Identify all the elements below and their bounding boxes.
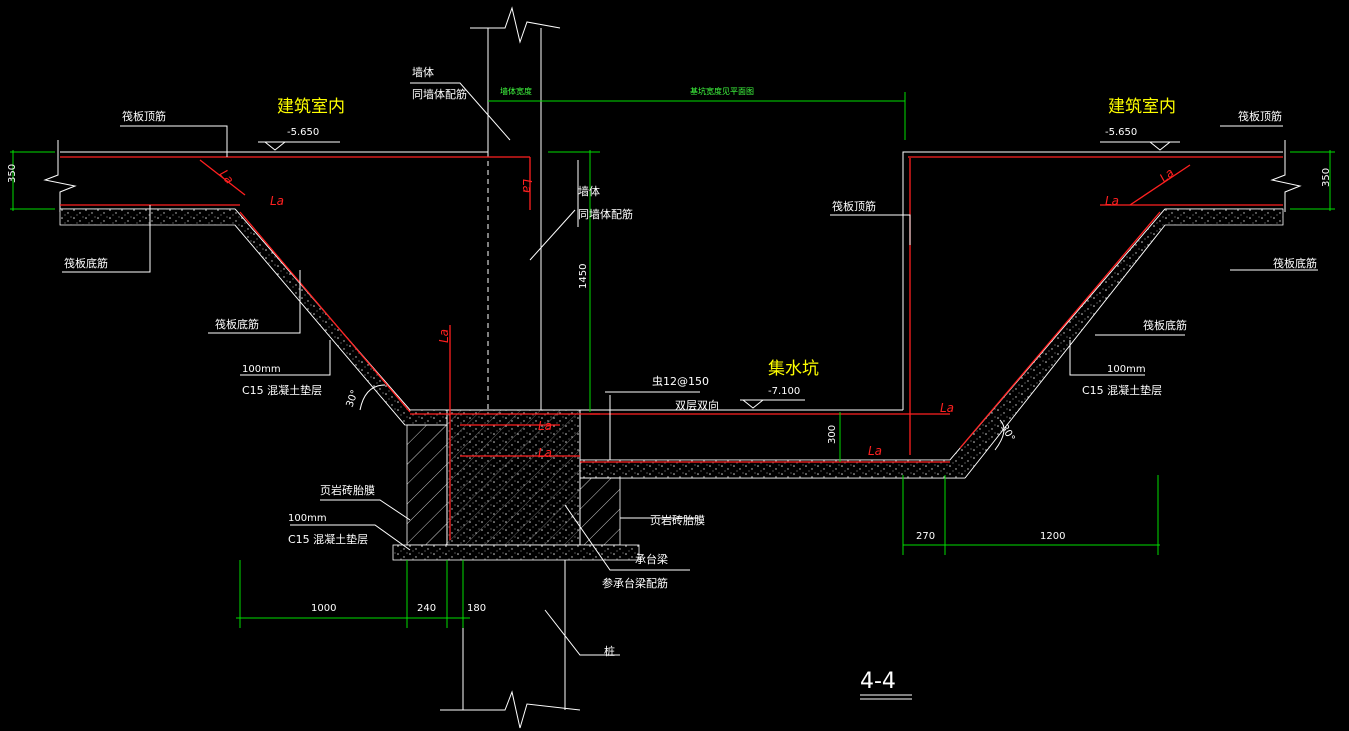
raft-top-rebar-pit: 筏板顶筋	[832, 199, 876, 213]
building-interior-right: 建筑室内	[1108, 97, 1176, 117]
angle-left: 30°	[345, 389, 361, 409]
raft-bottom-rebar-left: 筏板底筋	[64, 256, 108, 270]
la-left-2: La	[217, 167, 237, 187]
la-cap-1: La	[538, 419, 552, 433]
raft-bottom-rebar-slope-left: 筏板底筋	[215, 317, 259, 331]
dim-left-slab: 350	[7, 164, 18, 183]
level-markers	[258, 141, 1180, 409]
shale-brick-right	[579, 477, 621, 546]
cushion-layers	[59, 208, 1284, 561]
pit-range-label: 基坑宽度见平面图	[690, 86, 754, 96]
raft-top-rebar-right: 筏板顶筋	[1238, 109, 1282, 123]
sump-rebar: 虫12@150	[652, 375, 709, 388]
la-sump-1: La	[940, 401, 954, 415]
la-wall: La	[520, 179, 534, 193]
bottom-cushion	[392, 544, 640, 561]
cushion-thk-left: 100mm	[242, 364, 281, 375]
raft-bottom-rebar-slope-right: 筏板底筋	[1143, 318, 1187, 332]
dim-1200: 1200	[1040, 531, 1065, 542]
la-cap: La	[437, 329, 451, 343]
la-sump-2: La	[868, 444, 882, 458]
level-left: -5.650	[287, 127, 319, 138]
raft-bottom-rebar-right: 筏板底筋	[1273, 256, 1317, 270]
pile-cap-rebar-label: 参承台梁配筋	[602, 576, 668, 590]
sump-label: 集水坑	[768, 359, 819, 379]
la-left-1: La	[270, 194, 284, 208]
cushion-thk-bottom: 100mm	[288, 513, 327, 524]
sump-level: -7.100	[768, 386, 800, 397]
wall-label-top: 墙体	[412, 65, 434, 79]
raft-top-rebar-left: 筏板顶筋	[122, 109, 166, 123]
la-cap-2: La	[538, 446, 552, 460]
cushion-mat-right: C15 混凝土垫层	[1082, 383, 1162, 397]
wall-rebar-label-mid: 同墙体配筋	[578, 207, 633, 221]
level-right: -5.650	[1105, 127, 1137, 138]
building-interior-left: 建筑室内	[277, 97, 345, 117]
angle-arcs	[359, 384, 1005, 451]
rebar-lines	[60, 156, 1283, 540]
cushion-mat-bottom: C15 混凝土垫层	[288, 532, 368, 546]
dim-180: 180	[467, 603, 486, 614]
shale-brick-left-label: 页岩砖胎膜	[320, 483, 375, 497]
la-right-1: La	[1105, 194, 1119, 208]
sump-rebar-note: 双层双向	[675, 398, 719, 412]
dim-1000: 1000	[311, 603, 336, 614]
dim-wall-height: 1450	[578, 264, 589, 289]
shale-brick-right-label: 页岩砖胎膜	[650, 513, 705, 527]
leader-lines	[62, 82, 1318, 700]
la-right-2: La	[1157, 165, 1177, 185]
section-title: 4-4	[860, 669, 896, 694]
wall-width-label: 墙体宽度	[500, 86, 532, 96]
pile-label: 桩	[604, 644, 615, 658]
wall-label-mid: 墙体	[578, 184, 600, 198]
pile-cap-beam-label: 承台梁	[635, 552, 668, 566]
dim-sump-slab: 300	[827, 425, 838, 444]
shale-brick-left	[406, 424, 448, 546]
dimension-lines	[10, 92, 1335, 628]
dim-240: 240	[417, 603, 436, 614]
cushion-thk-right: 100mm	[1107, 364, 1146, 375]
cushion-mat-left: C15 混凝土垫层	[242, 383, 322, 397]
wall-rebar-label-top: 同墙体配筋	[412, 87, 467, 101]
dim-270: 270	[916, 531, 935, 542]
dim-right-slab: 350	[1321, 168, 1332, 187]
